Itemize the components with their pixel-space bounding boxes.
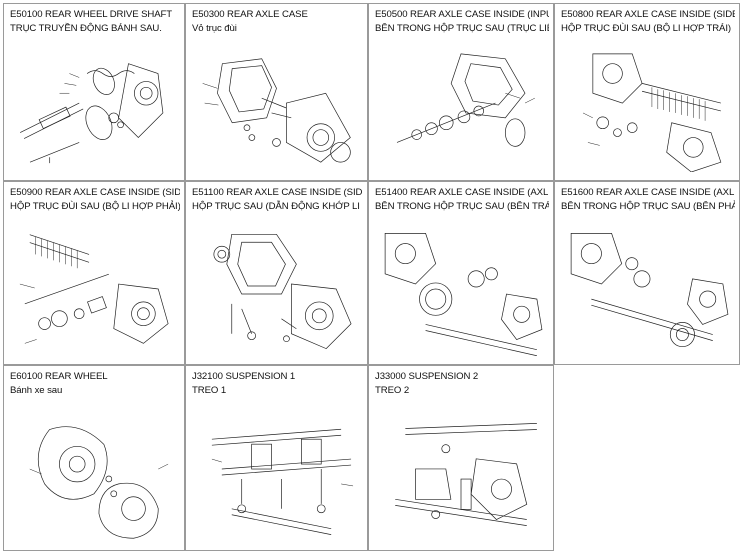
tile-caption: E51400 REAR AXLE CASE INSIDE (AXLE BÊN T… xyxy=(375,186,549,214)
catalog-tile-e50500[interactable]: E50500 REAR AXLE CASE INSIDE (INPUT BÊN … xyxy=(368,3,554,181)
tile-subtitle: TREO 2 xyxy=(375,385,410,396)
tile-subtitle: Vỏ trục đùi xyxy=(192,23,237,34)
tile-caption: E50300 REAR AXLE CASE Vỏ trục đùi xyxy=(192,8,363,36)
tile-code-title: E50100 REAR WHEEL DRIVE SHAFT xyxy=(10,9,173,20)
tile-code-title: E51600 REAR AXLE CASE INSIDE (AXLE xyxy=(561,187,735,198)
tile-subtitle: BÊN TRONG HỘP TRỤC SAU (BÊN PHẢI xyxy=(561,201,735,212)
exploded-diagram-thumbnail xyxy=(561,44,733,172)
tile-caption: E60100 REAR WHEEL Bánh xe sau xyxy=(10,370,180,398)
tile-subtitle: BÊN TRONG HỘP TRỤC SAU (TRỤC LIÊ xyxy=(375,23,549,34)
tile-subtitle: HỘP TRỤC ĐÙI SAU (BỘ LI HỢP PHẢI) xyxy=(10,201,180,212)
catalog-tile-e51100[interactable]: E51100 REAR AXLE CASE INSIDE (SIDE HỘP T… xyxy=(185,181,368,365)
catalog-tile-j32100[interactable]: J32100 SUSPENSION 1 TREO 1 xyxy=(185,365,368,551)
catalog-tile-e60100[interactable]: E60100 REAR WHEEL Bánh xe sau xyxy=(3,365,185,551)
exploded-diagram-thumbnail xyxy=(561,222,733,356)
tile-caption: E50500 REAR AXLE CASE INSIDE (INPUT BÊN … xyxy=(375,8,549,36)
tile-caption: E51600 REAR AXLE CASE INSIDE (AXLE BÊN T… xyxy=(561,186,735,214)
exploded-diagram-thumbnail xyxy=(192,222,361,356)
exploded-diagram-thumbnail xyxy=(10,406,178,542)
tile-caption: E50800 REAR AXLE CASE INSIDE (SIDE HỘP T… xyxy=(561,8,735,36)
tile-code-title: E50800 REAR AXLE CASE INSIDE (SIDE xyxy=(561,9,735,20)
exploded-diagram-thumbnail xyxy=(192,44,361,172)
tile-subtitle: TREO 1 xyxy=(192,385,227,396)
exploded-diagram-thumbnail xyxy=(375,406,547,542)
exploded-diagram-thumbnail xyxy=(10,222,178,356)
tile-code-title: E50500 REAR AXLE CASE INSIDE (INPUT xyxy=(375,9,549,20)
catalog-tile-e50100[interactable]: E50100 REAR WHEEL DRIVE SHAFT TRỤC TRUYỀ… xyxy=(3,3,185,181)
tile-caption: E50900 REAR AXLE CASE INSIDE (SIDE HỘP T… xyxy=(10,186,180,214)
catalog-tile-e51600[interactable]: E51600 REAR AXLE CASE INSIDE (AXLE BÊN T… xyxy=(554,181,740,365)
tile-caption: J32100 SUSPENSION 1 TREO 1 xyxy=(192,370,363,398)
catalog-tile-e51400[interactable]: E51400 REAR AXLE CASE INSIDE (AXLE BÊN T… xyxy=(368,181,554,365)
tile-code-title: E51100 REAR AXLE CASE INSIDE (SIDE xyxy=(192,187,363,198)
tile-caption: E51100 REAR AXLE CASE INSIDE (SIDE HỘP T… xyxy=(192,186,363,214)
tile-subtitle: HỘP TRỤC SAU (DẪN ĐỘNG KHỚP LI H xyxy=(192,201,363,212)
exploded-diagram-thumbnail xyxy=(10,44,178,172)
catalog-tile-e50300[interactable]: E50300 REAR AXLE CASE Vỏ trục đùi xyxy=(185,3,368,181)
exploded-diagram-thumbnail xyxy=(375,222,547,356)
tile-caption: E50100 REAR WHEEL DRIVE SHAFT TRỤC TRUYỀ… xyxy=(10,8,180,36)
tile-code-title: E51400 REAR AXLE CASE INSIDE (AXLE xyxy=(375,187,549,198)
catalog-tile-e50900[interactable]: E50900 REAR AXLE CASE INSIDE (SIDE HỘP T… xyxy=(3,181,185,365)
tile-code-title: E60100 REAR WHEEL xyxy=(10,371,108,382)
tile-code-title: J33000 SUSPENSION 2 xyxy=(375,371,479,382)
tile-code-title: J32100 SUSPENSION 1 xyxy=(192,371,296,382)
tile-subtitle: BÊN TRONG HỘP TRỤC SAU (BÊN TRÁI xyxy=(375,201,549,212)
exploded-diagram-thumbnail xyxy=(192,406,361,542)
tile-subtitle: Bánh xe sau xyxy=(10,385,63,396)
tile-subtitle: TRỤC TRUYỀN ĐỘNG BÁNH SAU. xyxy=(10,23,162,34)
catalog-tile-e50800[interactable]: E50800 REAR AXLE CASE INSIDE (SIDE HỘP T… xyxy=(554,3,740,181)
tile-code-title: E50900 REAR AXLE CASE INSIDE (SIDE xyxy=(10,187,180,198)
tile-subtitle: HỘP TRỤC ĐÙI SAU (BỘ LI HỢP TRÁI) xyxy=(561,23,732,34)
catalog-tile-j33000[interactable]: J33000 SUSPENSION 2 TREO 2 xyxy=(368,365,554,551)
exploded-diagram-thumbnail xyxy=(375,44,547,172)
tile-code-title: E50300 REAR AXLE CASE xyxy=(192,9,308,20)
tile-caption: J33000 SUSPENSION 2 TREO 2 xyxy=(375,370,549,398)
